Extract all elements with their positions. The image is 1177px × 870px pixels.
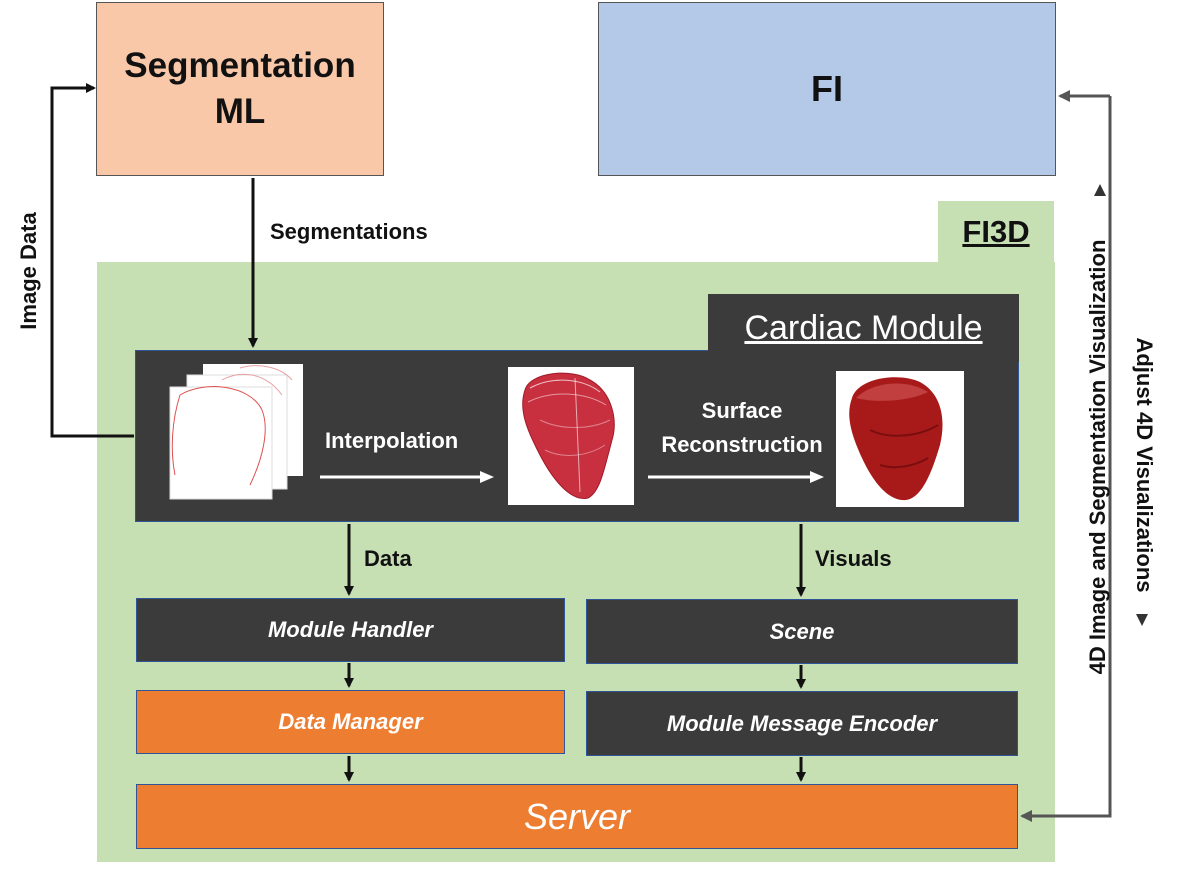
reconstructed-heart-icon [836,371,964,507]
data-manager-label: Data Manager [278,709,423,734]
image-data-label: Image Data [16,212,41,330]
segmentation-ml-label: Segmentation ML [124,46,356,131]
server-box: Server [136,784,1018,849]
adjust-visualizations-label: Adjust 4D Visualizations [1132,337,1157,593]
surface-label: Surface [701,398,783,423]
interpolation-arrow [320,471,494,483]
cardiac-module-title: Cardiac Module [708,294,1019,362]
image-segmentation-visualization-label: 4D Image and Segmentation Visualization [1085,239,1110,675]
fi-box: FI [598,2,1056,176]
segmentation-ml-box: Segmentation ML [96,2,384,176]
server-label: Server [523,795,631,837]
surface-reconstruction-arrow [648,471,824,483]
data-manager-box: Data Manager [136,690,565,754]
scene-box: Scene [586,599,1018,664]
fi3d-label: FI3D [962,214,1030,249]
fi-label: FI [811,68,843,109]
vis-up-arrowhead [1094,184,1106,196]
cardiac-module-label: Cardiac Module [744,308,983,347]
interpolated-heart-icon [508,367,634,505]
image-data-arrow [50,83,134,438]
scene-label: Scene [769,618,835,644]
data-label: Data [364,546,412,571]
adjust-down-arrowhead [1136,614,1148,626]
interpolation-label: Interpolation [325,428,459,453]
module-message-encoder-label: Module Message Encoder [666,710,938,736]
visuals-label: Visuals [815,546,892,571]
module-handler-box: Module Handler [136,598,565,662]
reconstruction-label: Reconstruction [661,432,823,457]
module-message-encoder-box: Module Message Encoder [586,691,1018,756]
module-handler-label: Module Handler [267,617,433,642]
segmentations-label: Segmentations [270,219,428,244]
fi-to-server-arrow [1020,96,1112,822]
image-data-label-wrap: Image Data [7,210,51,330]
fi3d-tab: FI3D [938,201,1054,263]
contour-slices-icon [169,364,303,500]
